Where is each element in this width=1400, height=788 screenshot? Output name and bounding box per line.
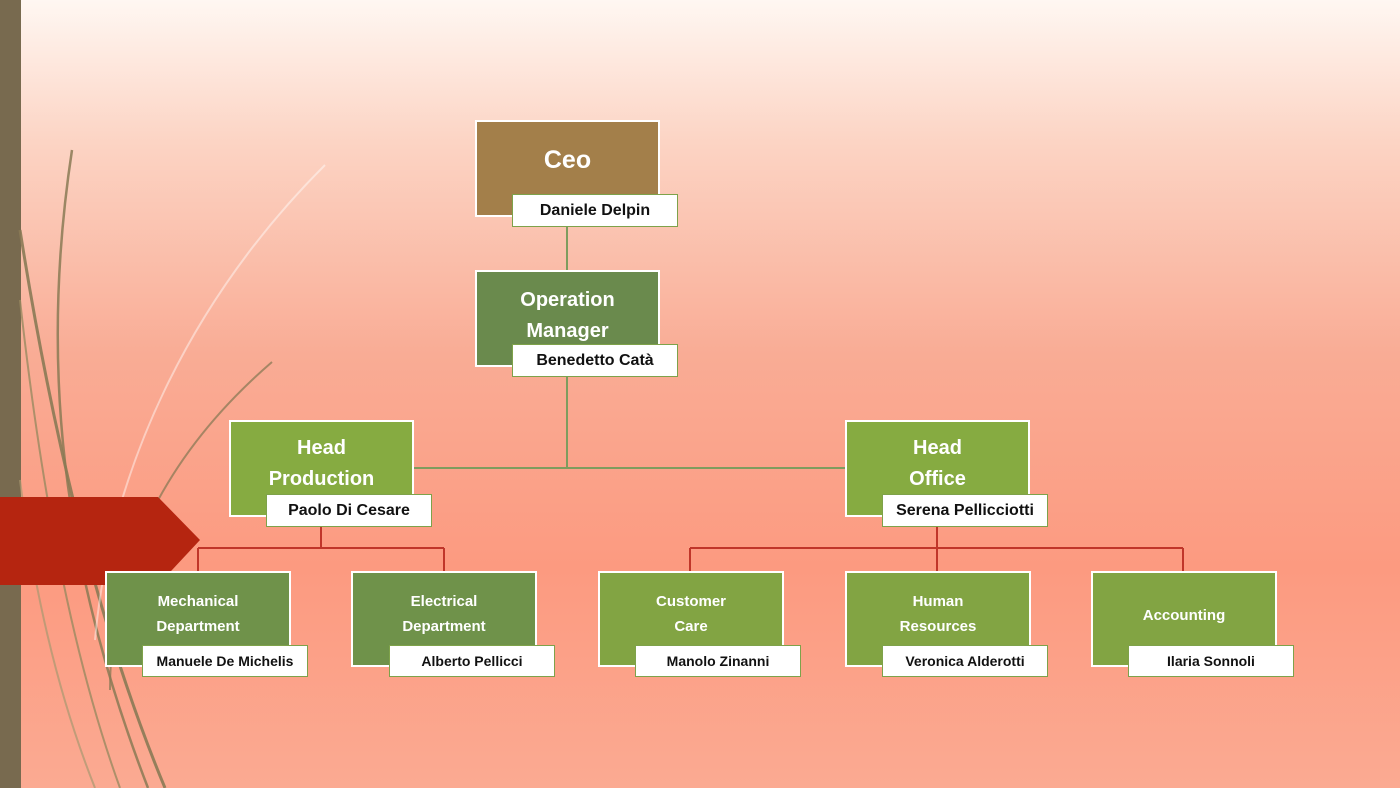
operation-manager-title-line2: Manager	[526, 320, 609, 342]
ceo-name-tag: Daniele Delpin	[512, 194, 678, 227]
head-office-title-line2: Office	[909, 468, 966, 490]
accounting-title: Accounting	[1142, 607, 1226, 624]
mechanical-name-tag: Manuele De Michelis	[142, 645, 308, 677]
head-production-title-line2: Production	[268, 468, 375, 490]
electrical-title-line2: Department	[402, 618, 486, 635]
ceo-title: Ceo	[543, 146, 592, 174]
customer-care-title-line1: Customer	[655, 593, 726, 610]
customer-care-name-tag: Manolo Zinanni	[635, 645, 801, 677]
electrical-name-tag: Alberto Pellicci	[389, 645, 555, 677]
human-resources-name-tag: Veronica Alderotti	[882, 645, 1048, 677]
human-resources-title-line1: Human	[912, 593, 964, 610]
left-accent-bar	[0, 0, 21, 788]
customer-care-title-line2: Care	[674, 618, 708, 635]
electrical-title-line1: Electrical	[410, 593, 478, 610]
head-office-name-tag: Serena Pellicciotti	[882, 494, 1048, 527]
head-production-name-tag: Paolo Di Cesare	[266, 494, 432, 527]
operation-manager-title-line1: Operation	[520, 289, 615, 311]
mechanical-title-line2: Department	[156, 618, 240, 635]
mechanical-title-line1: Mechanical	[157, 593, 239, 610]
operation-manager-name-tag: Benedetto Catà	[512, 344, 678, 377]
head-office-title-line1: Head	[913, 437, 962, 459]
accounting-name-tag: Ilaria Sonnoli	[1128, 645, 1294, 677]
head-production-title-line1: Head	[297, 437, 346, 459]
human-resources-title-line2: Resources	[899, 618, 977, 635]
